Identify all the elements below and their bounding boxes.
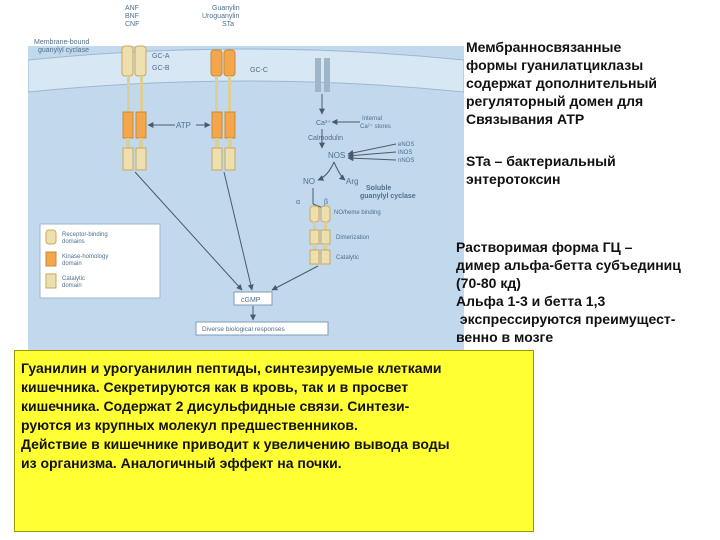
nos-to-no-arrow	[317, 161, 335, 181]
extracellular-space	[28, 0, 464, 46]
ligand-guanylin-label: Guanylin	[212, 5, 240, 12]
legend-catalytic-1: Catalytic	[62, 276, 85, 282]
ligand-anf-label: ANF	[125, 5, 139, 12]
legend: Receptor-binding domains Kinase-homology…	[39, 223, 161, 299]
legend-catalytic-2: domain	[62, 283, 82, 289]
gc-c-label: GC-C	[250, 67, 268, 74]
inos-label: iNOS	[398, 150, 412, 156]
soluble-guanylyl-cyclase	[309, 205, 331, 265]
calcium-label: Ca²⁺	[316, 120, 331, 127]
calcium-channel	[315, 58, 330, 92]
gc-c-receptor	[210, 49, 236, 171]
heme-binding-label: NO/heme binding	[334, 210, 381, 216]
no-label: NO	[303, 177, 315, 186]
legend-swatch-receptor	[45, 229, 57, 245]
soluble-form-note: Растворимая форма ГЦ – димер альфа-бетта…	[456, 239, 681, 345]
responses-box	[195, 321, 329, 336]
ligand-cnf-label: CNF	[125, 21, 139, 28]
membrane-bound-label-1: Membrane-bound	[34, 39, 89, 46]
diagram-svg: Membrane-bound guanylyl cyclase ANF BNF …	[27, 0, 465, 352]
guanylin-info-text: Гуанилин и урогуанилин пептиды, синтезир…	[21, 360, 450, 471]
alpha-label: α	[296, 199, 300, 206]
ligand-uroguanylin-label: Uroguanylin	[202, 13, 239, 20]
gc-a-gc-b-receptor	[121, 45, 147, 171]
arg-label: Arg	[346, 177, 358, 186]
calmodulin-label: Calmodulin	[308, 135, 343, 142]
ligand-bnf-label: BNF	[125, 13, 139, 20]
legend-receptor-1: Receptor-binding	[62, 232, 108, 238]
legend-swatch-kinase	[45, 251, 57, 267]
membrane-bound-label-2: guanylyl cyclase	[38, 47, 89, 54]
beta-label: β	[324, 199, 328, 206]
cgmp-label: cGMP	[241, 297, 261, 304]
soluble-label-2: guanylyl cyclase	[360, 193, 416, 200]
legend-receptor-2: domains	[62, 239, 85, 245]
enos-label: eNOS	[398, 142, 414, 148]
cgmp-box	[233, 291, 273, 306]
ca-stores-label: Ca²⁺ stores	[360, 123, 391, 130]
responses-label: Diverse biological responses	[202, 326, 285, 333]
catalytic-label: Catalytic	[336, 255, 359, 261]
nos-label: NOS	[328, 151, 345, 160]
nnos-arrow	[347, 155, 397, 162]
nnos-label: nNOS	[398, 158, 414, 164]
membrane-forms-note: Мембранносвязанные формы гуанилатциклазы…	[466, 39, 658, 127]
atp-label: ATP	[176, 121, 191, 130]
guanylin-info-box: Гуанилин и урогуанилин пептиды, синтезир…	[14, 350, 534, 532]
gc-c-to-cgmp-arrow	[223, 171, 254, 291]
guanylyl-cyclase-diagram: Membrane-bound guanylyl cyclase ANF BNF …	[27, 0, 465, 352]
gc-ab-to-cgmp-arrow	[134, 171, 243, 291]
gc-a-label: GC-A	[152, 53, 170, 60]
legend-kinase-1: Kinase-homology	[62, 254, 108, 260]
legend-swatch-catalytic	[45, 273, 57, 289]
legend-kinase-2: domain	[62, 261, 82, 267]
ligand-sta-label: STa	[222, 21, 234, 28]
inos-arrow	[347, 151, 397, 159]
nos-to-arg-arrow	[333, 161, 346, 181]
soluble-label-1: Soluble	[366, 185, 391, 192]
internal-label: Internal	[362, 116, 382, 122]
sta-note: STa – бактериальный энтеротоксин	[466, 153, 616, 187]
sgc-to-cgmp-arrow	[271, 265, 319, 291]
enos-arrow	[347, 143, 397, 156]
gc-b-label: GC-B	[152, 65, 170, 72]
dimerization-label: Dimerization	[336, 235, 369, 241]
